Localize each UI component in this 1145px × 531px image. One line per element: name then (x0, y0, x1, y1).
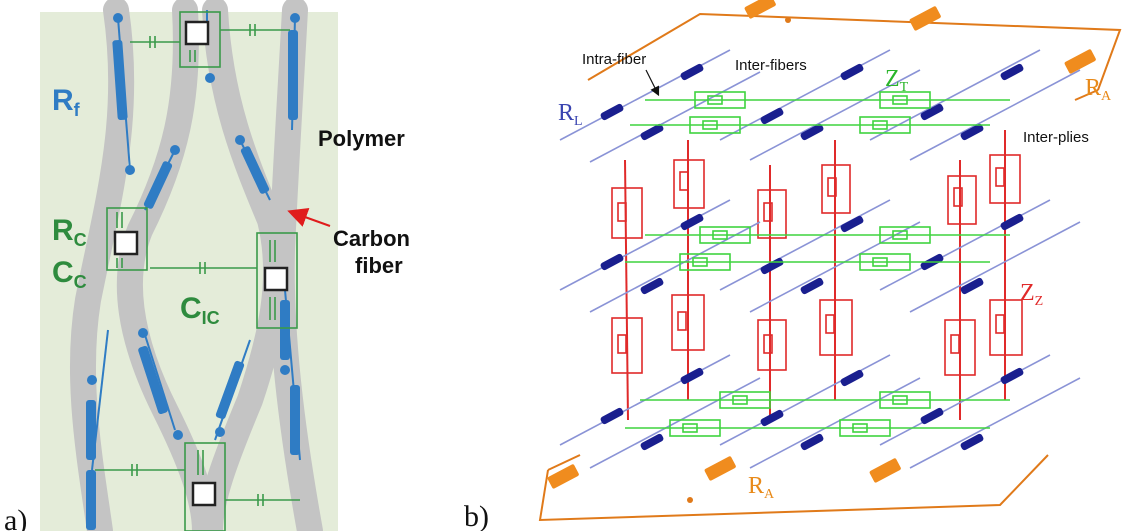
label-zz: ZZ (1020, 280, 1043, 309)
label-zt: ZT (885, 66, 909, 95)
top-ra-resistors (744, 0, 1096, 74)
label-cic: CIC (180, 292, 220, 328)
bottom-frame (538, 454, 1049, 522)
contact-elements (95, 11, 300, 531)
fiber-lines (559, 49, 1081, 469)
label-fiber: fiber (355, 253, 403, 278)
fiber-resistors (86, 10, 301, 530)
label-cc: CC (52, 256, 87, 292)
contact-bottom (184, 442, 226, 531)
contact-right (256, 232, 298, 329)
inter-fiber-links (625, 91, 1010, 437)
resistor-rf (112, 39, 128, 121)
label-intra-fiber: Intra-fiber (582, 51, 646, 68)
label-inter-fibers: Inter-fibers (735, 57, 807, 74)
label-ra-bottom: RA (748, 473, 775, 502)
caption-b: b) (464, 500, 489, 531)
label-ra-top: RA (1085, 75, 1112, 104)
zz-impedances (611, 154, 1023, 376)
label-inter-plies: Inter-plies (1023, 129, 1089, 146)
inter-ply-links (624, 130, 1006, 421)
contact-rc (106, 207, 148, 271)
top-frame (587, 12, 1122, 101)
contact-top (179, 11, 221, 68)
intra-fiber-arrow (645, 69, 660, 97)
label-rl: RL (558, 100, 583, 129)
label-rc: RC (52, 214, 87, 250)
label-polymer: Polymer (318, 126, 405, 151)
rl-resistors (600, 63, 1024, 451)
fiber-2 (116, 0, 218, 531)
carbon-fiber-arrow (287, 207, 331, 227)
panel-b: Intra-fiber Inter-fibers ZT RA RL Inter-… (464, 0, 1122, 531)
caption-a: a) (4, 504, 27, 531)
panel-a: Rf RC CC CIC Polymer Carbon fiber a) (4, 0, 410, 531)
label-carbon: Carbon (333, 226, 410, 251)
bottom-ra-resistors (547, 456, 901, 503)
label-rf: Rf (52, 84, 81, 120)
